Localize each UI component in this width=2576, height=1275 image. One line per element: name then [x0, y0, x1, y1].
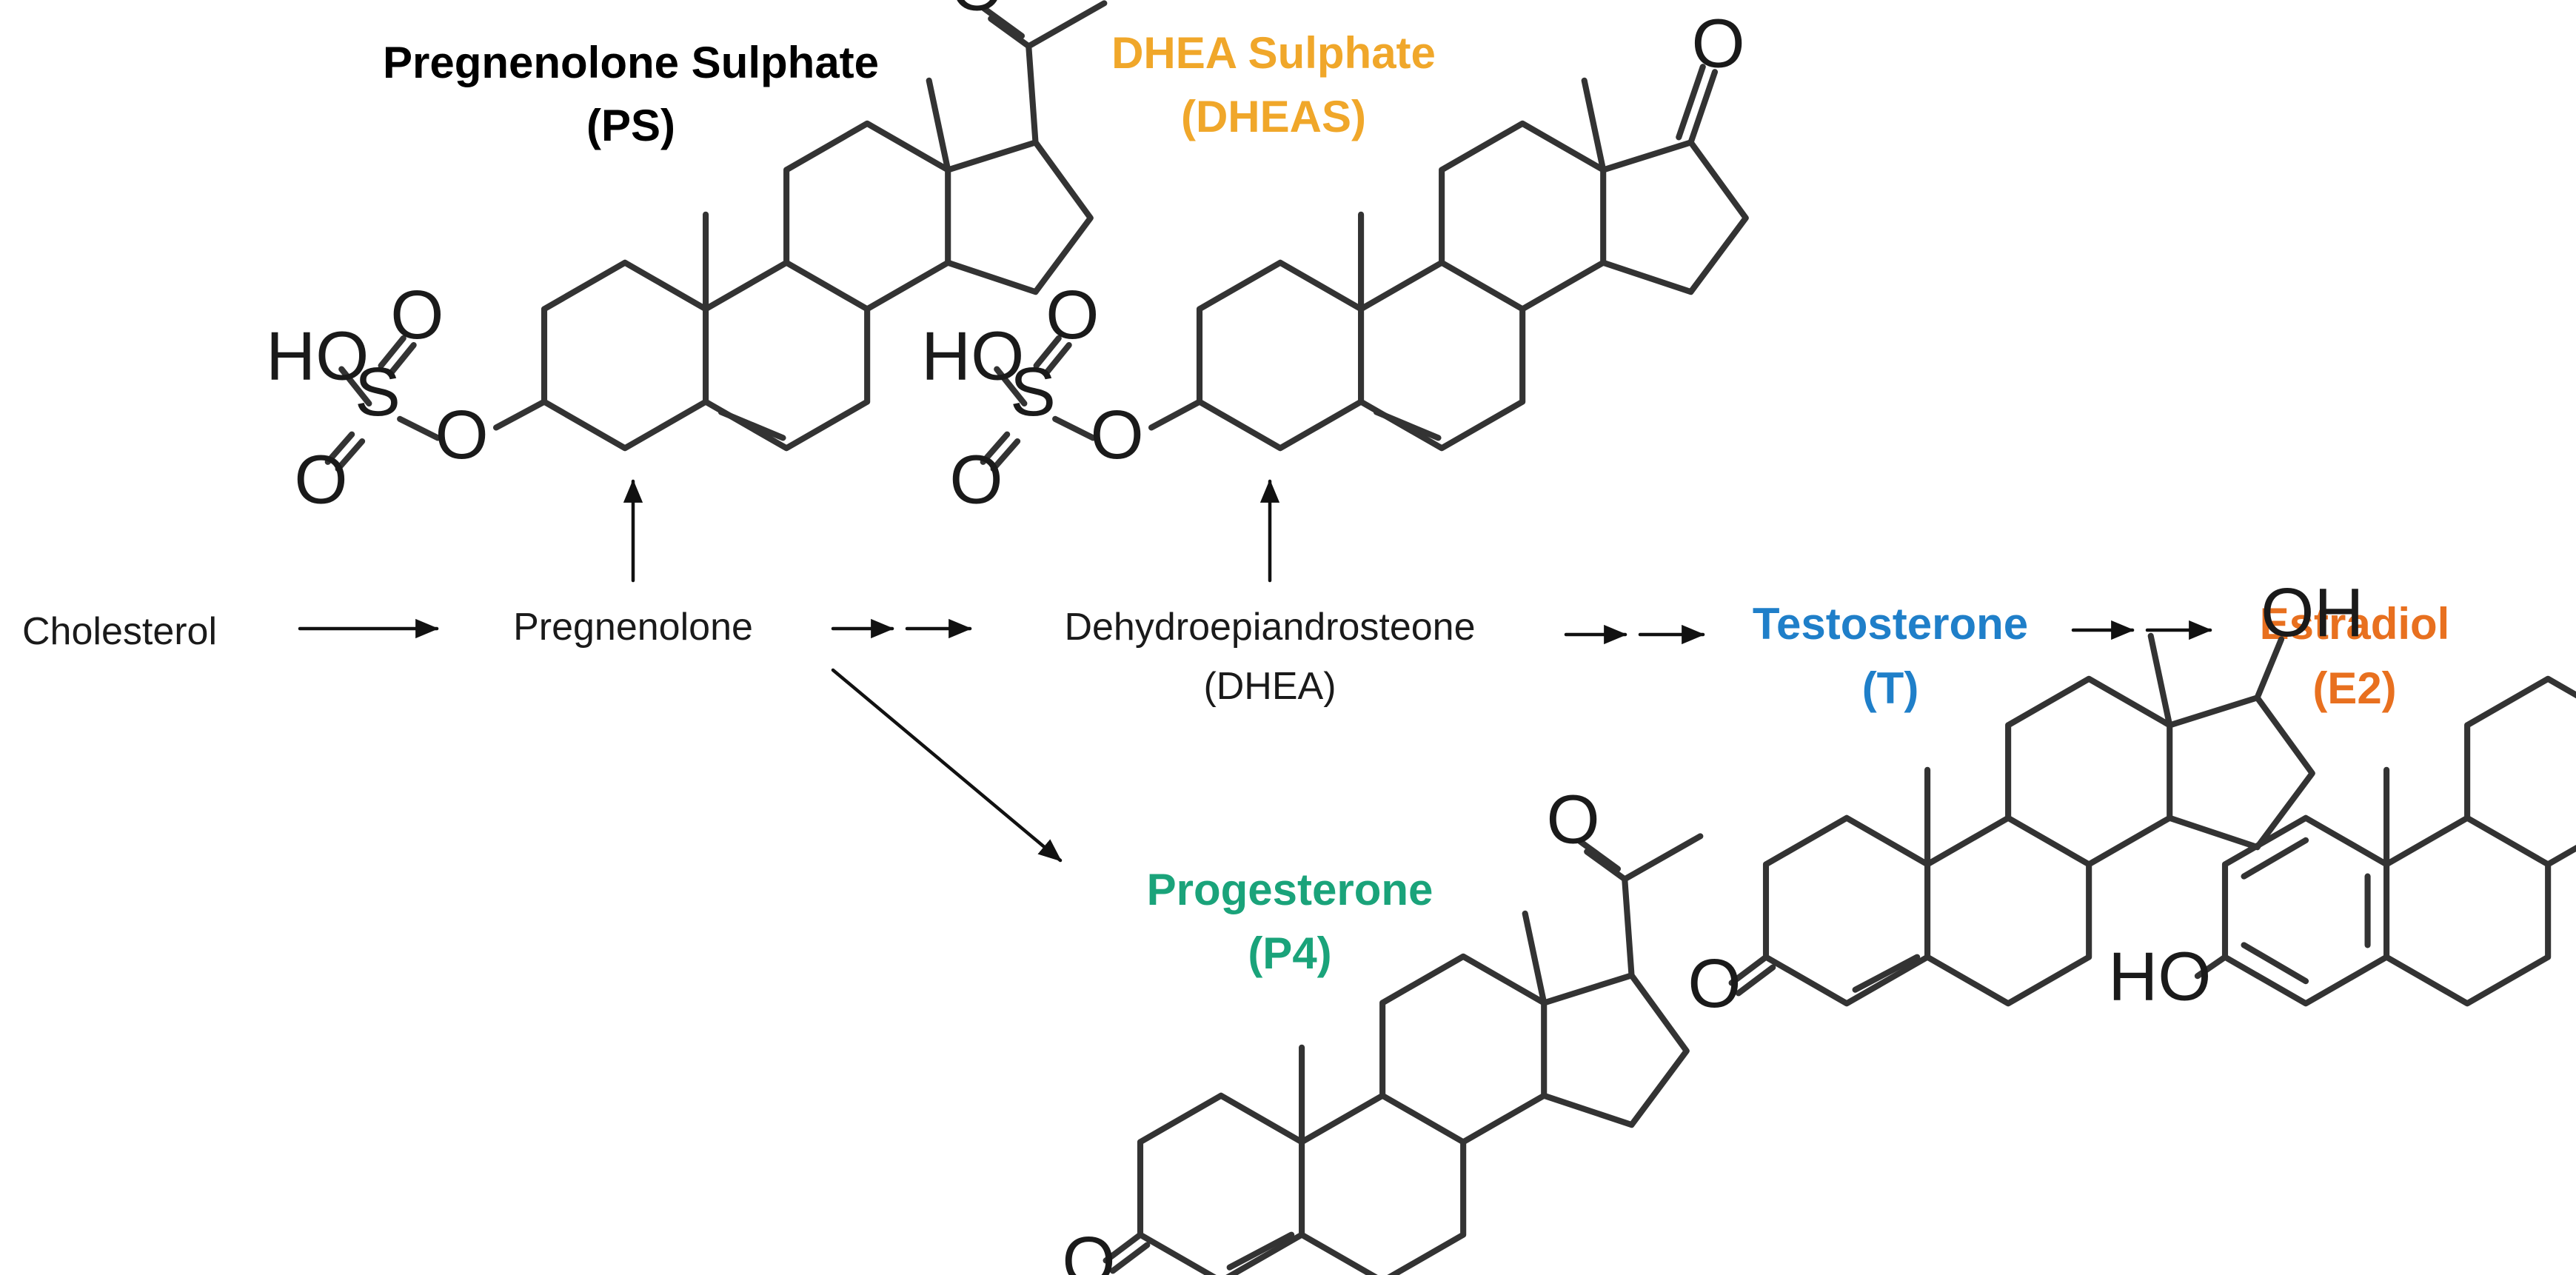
cholesterol-label: Cholesterol — [22, 610, 217, 653]
atom-ho: HO — [2108, 938, 2211, 1015]
atom-s: S — [1010, 353, 1056, 430]
atom-o: O — [390, 276, 444, 353]
progesterone-structure: O O — [1062, 781, 1704, 1275]
atom-s: S — [355, 353, 401, 430]
atom-o: O — [294, 441, 347, 518]
dhea-abbr-label: (DHEA) — [1203, 665, 1336, 708]
ps-abbr: (PS) — [586, 101, 675, 150]
progesterone-title: Progesterone — [1147, 865, 1433, 914]
atom-o: O — [1091, 396, 1144, 473]
testosterone-abbr: (T) — [1862, 663, 1919, 713]
estradiol-structure: HO OH — [2108, 574, 2576, 1015]
estradiol-title: Estradiol — [2260, 599, 2450, 649]
atom-ho: HO — [266, 317, 369, 394]
pregnenolone-sulphate-structure: O S HO O O O — [266, 0, 1108, 518]
testosterone-structure: O OH — [1687, 574, 2363, 1022]
estradiol-abbr: (E2) — [2312, 663, 2396, 713]
atom-o: O — [1062, 1222, 1115, 1275]
dhea-sulphate-structure: O S HO O O O — [921, 4, 1746, 518]
atom-o: O — [949, 441, 1003, 518]
progesterone-abbr: (P4) — [1248, 928, 1331, 978]
dheas-title: DHEA Sulphate — [1111, 28, 1436, 78]
dhea-label: Dehydroepiandrosteone — [1064, 606, 1475, 649]
atom-o: O — [1687, 945, 1741, 1022]
atom-o: O — [1547, 781, 1600, 858]
atom-o: O — [951, 0, 1004, 25]
testosterone-title: Testosterone — [1753, 599, 2028, 649]
arrow-pregnenolone-to-progesterone — [831, 668, 1063, 863]
atom-o: O — [1692, 4, 1745, 81]
atom-o: O — [1046, 276, 1099, 353]
pregnenolone-label: Pregnenolone — [513, 606, 753, 649]
atom-oh: OH — [2261, 574, 2363, 651]
atom-ho: HO — [921, 317, 1024, 394]
dheas-abbr: (DHEAS) — [1181, 92, 1366, 141]
atom-o: O — [435, 396, 489, 473]
ps-title: Pregnenolone Sulphate — [383, 38, 879, 87]
